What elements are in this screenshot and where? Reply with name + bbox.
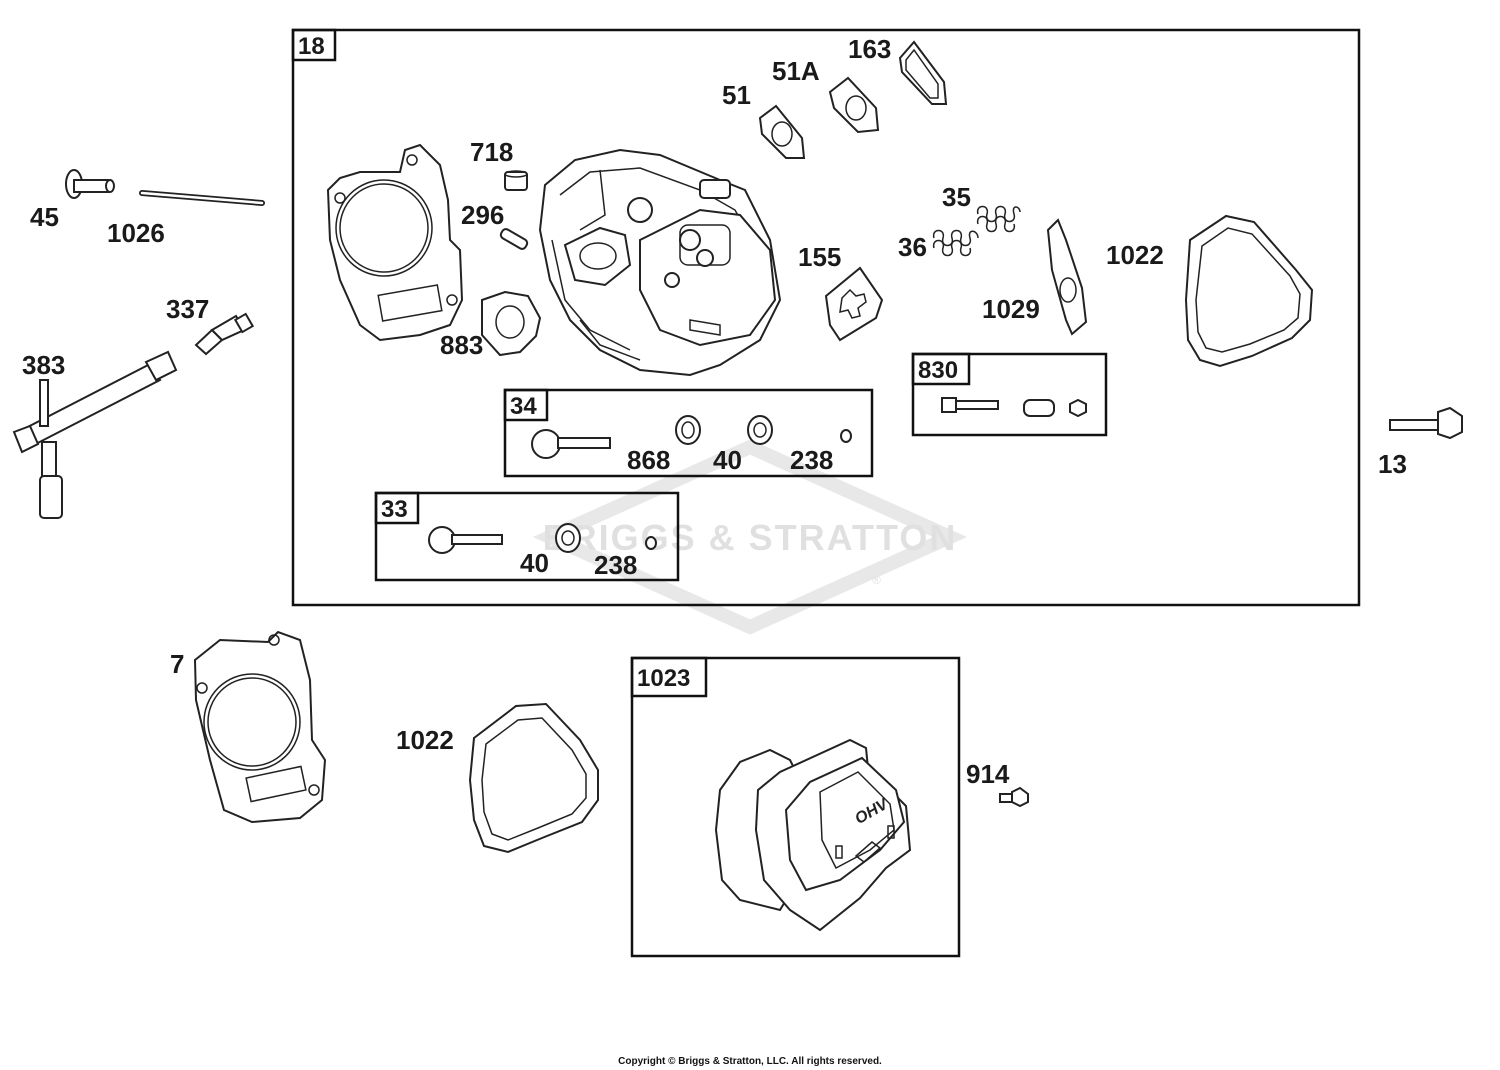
- label-163: 163: [848, 34, 891, 64]
- part-40-retainer-a[interactable]: [747, 415, 773, 445]
- svg-text:BRIGGS & STRATTON: BRIGGS & STRATTON: [543, 517, 958, 558]
- label-45: 45: [30, 202, 59, 232]
- svg-text:18: 18: [298, 33, 325, 60]
- part-51a-gasket[interactable]: [828, 76, 880, 134]
- part-51-gasket[interactable]: [758, 104, 806, 159]
- label-51: 51: [722, 80, 751, 110]
- part-718-dowel[interactable]: [504, 170, 528, 191]
- label-337: 337: [166, 294, 209, 324]
- assembly-1023-frame[interactable]: 1023: [630, 656, 961, 958]
- label-868: 868: [627, 445, 670, 475]
- label-40-a: 40: [713, 445, 742, 475]
- part-1026-push-rod[interactable]: [139, 190, 265, 206]
- part-238-keeper-b[interactable]: [645, 536, 657, 550]
- part-head-gasket-inner[interactable]: [326, 143, 464, 342]
- label-1029: 1029: [982, 294, 1040, 324]
- part-33-intake-valve[interactable]: [428, 526, 503, 554]
- part-34-exhaust-valve[interactable]: [531, 429, 611, 459]
- part-1022-cover-gasket-bottom[interactable]: [468, 702, 599, 854]
- label-155: 155: [798, 242, 841, 272]
- label-296: 296: [461, 200, 504, 230]
- part-45-bushing[interactable]: [65, 169, 115, 199]
- part-35-valve-spring[interactable]: [976, 205, 1021, 233]
- part-40-retainer-b[interactable]: [555, 523, 581, 553]
- svg-text:®: ®: [872, 573, 881, 587]
- svg-text:34: 34: [510, 393, 537, 420]
- part-cylinder-head[interactable]: [538, 148, 782, 377]
- part-163-gasket[interactable]: [898, 40, 948, 105]
- part-1023-valve-cover[interactable]: OHV: [714, 738, 912, 932]
- assembly-830-frame[interactable]: 830: [911, 352, 1108, 437]
- svg-text:33: 33: [381, 496, 408, 523]
- assembly-33-frame[interactable]: 33: [374, 491, 680, 582]
- part-1029-rocker-arm[interactable]: [1046, 218, 1088, 336]
- assembly-34-frame[interactable]: 34: [503, 388, 874, 478]
- part-830-adjust-screw[interactable]: [941, 397, 999, 413]
- label-883: 883: [440, 330, 483, 360]
- label-36: 36: [898, 232, 927, 262]
- assembly-18-frame[interactable]: 18: [291, 28, 1361, 607]
- label-35: 35: [942, 182, 971, 212]
- briggs-stratton-watermark: BRIGGS & STRATTON ®: [532, 439, 968, 635]
- part-914-screw[interactable]: [999, 786, 1029, 808]
- label-238-b: 238: [594, 550, 637, 580]
- part-337-spark-plug[interactable]: [194, 312, 255, 356]
- svg-text:1023: 1023: [637, 665, 690, 692]
- part-883-gasket[interactable]: [481, 290, 542, 357]
- label-1026: 1026: [107, 218, 165, 248]
- part-36-valve-spring[interactable]: [932, 229, 979, 257]
- label-383: 383: [22, 350, 65, 380]
- part-155-guide-plate[interactable]: [824, 266, 884, 342]
- label-914: 914: [966, 759, 1010, 789]
- svg-text:830: 830: [918, 357, 958, 384]
- part-868-valve-seal[interactable]: [675, 415, 701, 445]
- part-296-pin[interactable]: [499, 228, 529, 251]
- label-238-a: 238: [790, 445, 833, 475]
- label-1022-bottom: 1022: [396, 725, 454, 755]
- label-7: 7: [170, 649, 184, 679]
- part-13-bolt[interactable]: [1389, 406, 1463, 440]
- label-718: 718: [470, 137, 513, 167]
- label-1022-top: 1022: [1106, 240, 1164, 270]
- label-13: 13: [1378, 449, 1407, 479]
- copyright-notice: Copyright © Briggs & Stratton, LLC. All …: [618, 1056, 882, 1067]
- label-40-b: 40: [520, 548, 549, 578]
- label-51a: 51A: [772, 56, 820, 86]
- part-1022-cover-gasket-top[interactable]: [1184, 214, 1314, 368]
- part-238-keeper-a[interactable]: [840, 429, 852, 443]
- part-7-head-gasket[interactable]: [193, 630, 327, 824]
- part-830-nut[interactable]: [1069, 398, 1087, 418]
- part-383-spark-plug-wrench[interactable]: [12, 350, 178, 519]
- part-830-pivot[interactable]: [1023, 399, 1055, 417]
